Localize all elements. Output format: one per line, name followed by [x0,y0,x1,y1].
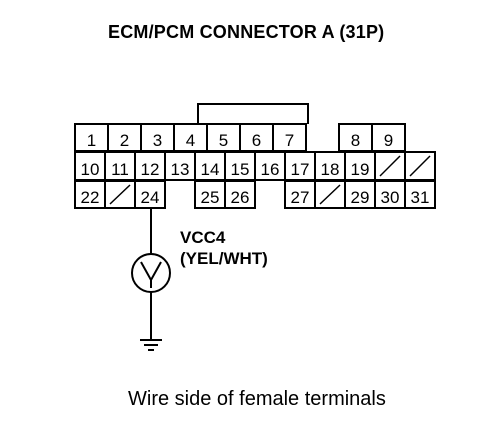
diagram-title: ECM/PCM CONNECTOR A (31P) [108,22,385,42]
terminal-cell [344,180,376,209]
terminal-cell [272,123,307,152]
terminal-number: 5 [219,131,228,150]
terminal-cell [314,151,346,181]
connector-row-3: 22 24 25 26 27 29 30 31 [74,180,436,209]
ground-icon [140,339,162,351]
terminal-number: 24 [141,188,160,207]
terminal-cell [284,180,316,209]
terminal-cell [239,123,274,152]
terminal-cell [164,151,196,181]
terminal-number: 26 [231,188,250,207]
terminal-number: 18 [321,160,340,179]
terminal-number: 17 [291,160,310,179]
terminal-number: 12 [141,160,160,179]
terminal-cell [194,151,226,181]
terminal-number: 22 [81,188,100,207]
voltmeter-icon [131,253,171,293]
terminal-number: 29 [351,188,370,207]
terminal-number: 30 [381,188,400,207]
terminal-number: 19 [351,160,370,179]
terminal-number: 8 [351,131,360,150]
terminal-number: 16 [261,160,280,179]
terminal-number: 31 [411,188,430,207]
terminal-view-caption: Wire side of female terminals [128,388,386,410]
connector-lock-tab [197,103,309,124]
unused-terminal-slash [109,184,131,205]
terminal-cell [371,123,406,152]
terminal-number: 7 [285,131,294,150]
terminal-number: 27 [291,188,310,207]
terminal-cell [224,180,256,209]
terminal-number: 25 [201,188,220,207]
terminal-number: 11 [111,160,129,179]
terminal-number: 2 [120,131,129,150]
terminal-number: 13 [171,160,190,179]
connector-row-1: 1 2 3 4 5 6 7 8 9 [74,123,406,152]
terminal-number: 6 [252,131,261,150]
terminal-number: 15 [231,160,250,179]
terminal-number: 3 [153,131,162,150]
unused-terminal-slash [319,184,341,205]
terminal-number: 1 [87,131,96,150]
terminal-number: 9 [384,131,393,150]
wire-color-label: (YEL/WHT) [180,249,268,268]
connector-row-2: 10 11 12 13 14 15 16 17 18 19 [74,151,436,181]
terminal-cell [224,151,256,181]
terminal-number: 4 [186,131,195,150]
terminal-number: 10 [81,160,100,179]
terminal-number: 14 [201,160,220,179]
unused-terminal-slash [379,155,401,177]
unused-terminal-slash [409,155,431,177]
signal-name-label: VCC4 [180,228,226,247]
terminal-cell [104,151,136,181]
terminal-cell [404,180,436,209]
